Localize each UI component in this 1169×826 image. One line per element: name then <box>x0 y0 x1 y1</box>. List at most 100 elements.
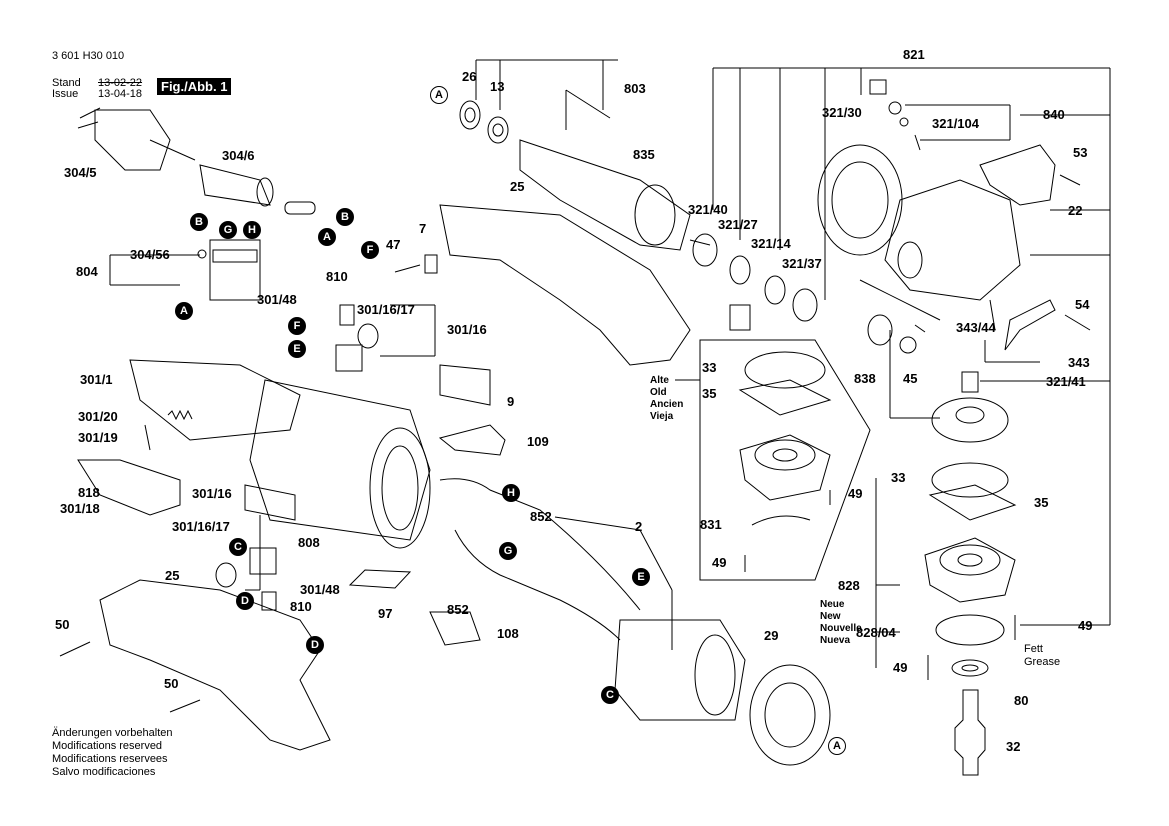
part-label[interactable]: 808 <box>298 535 320 550</box>
part-label[interactable]: 49 <box>893 660 908 675</box>
part-label[interactable]: 49 <box>848 486 863 501</box>
part-label[interactable]: 33 <box>702 360 717 375</box>
part-label[interactable]: 852 <box>447 602 469 617</box>
part-label[interactable]: 26 <box>462 69 477 84</box>
part-label[interactable]: 2 <box>635 519 643 534</box>
connector-badge-b[interactable]: B <box>336 208 354 226</box>
connector-badge-a[interactable]: A <box>430 86 448 104</box>
part-label[interactable]: 47 <box>386 237 401 252</box>
part-label[interactable]: 321/41 <box>1046 374 1086 389</box>
issue-label: Issue <box>52 88 79 100</box>
part-label[interactable]: 831 <box>700 517 722 532</box>
part-label[interactable]: 301/19 <box>78 430 118 445</box>
footer-line-fr: Modifications reservees <box>52 753 168 765</box>
part-label[interactable]: 321/37 <box>782 256 822 271</box>
part-label[interactable]: 50 <box>164 676 179 691</box>
part-label[interactable]: 321/30 <box>822 105 862 120</box>
part-label[interactable]: 25 <box>510 179 525 194</box>
part-label[interactable]: 304/56 <box>130 247 170 262</box>
part-label[interactable]: 35 <box>1034 495 1049 510</box>
part-label[interactable]: 108 <box>497 626 519 641</box>
part-label[interactable]: 840 <box>1043 107 1065 122</box>
part-label[interactable]: 9 <box>507 394 515 409</box>
part-label[interactable]: 301/1 <box>80 372 113 387</box>
connector-badge-d[interactable]: D <box>306 636 324 654</box>
connector-badge-h[interactable]: H <box>243 221 261 239</box>
part-label[interactable]: 97 <box>378 606 393 621</box>
part-label[interactable]: 838 <box>854 371 876 386</box>
stand-date: 13-02-22 <box>98 77 143 89</box>
part-label[interactable]: 304/6 <box>222 148 255 163</box>
part-label[interactable]: 828/04 <box>856 625 896 640</box>
part-label[interactable]: 301/16/17 <box>172 519 230 534</box>
part-label[interactable]: 32 <box>1006 739 1021 754</box>
part-label[interactable]: 343/44 <box>956 320 996 335</box>
part-label[interactable]: 49 <box>1078 618 1093 633</box>
part-label[interactable]: 321/40 <box>688 202 728 217</box>
connector-badge-d[interactable]: D <box>236 592 254 610</box>
connector-badge-h[interactable]: H <box>502 484 520 502</box>
part-label[interactable]: 810 <box>290 599 312 614</box>
part-label[interactable]: 321/104 <box>932 116 979 131</box>
connector-badge-e[interactable]: E <box>632 568 650 586</box>
stand-label: Stand <box>52 77 81 89</box>
part-label[interactable]: 25 <box>165 568 180 583</box>
part-label[interactable]: 29 <box>764 628 779 643</box>
part-label[interactable]: 80 <box>1014 693 1029 708</box>
part-label[interactable]: 321/27 <box>718 217 758 232</box>
connector-badge-g[interactable]: G <box>499 542 517 560</box>
connector-badge-c[interactable]: C <box>601 686 619 704</box>
variant-old-es: Vieja <box>650 411 674 422</box>
connector-badge-b[interactable]: B <box>190 213 208 231</box>
part-label[interactable]: 852 <box>530 509 552 524</box>
grease-en: Grease <box>1024 656 1061 668</box>
figure-label: Fig./Abb. 1 <box>157 78 232 95</box>
connector-badge-f[interactable]: F <box>288 317 306 335</box>
part-label[interactable]: 50 <box>55 617 70 632</box>
part-label[interactable]: 22 <box>1068 203 1083 218</box>
part-label[interactable]: 301/18 <box>60 501 100 516</box>
part-label[interactable]: 45 <box>903 371 918 386</box>
variant-old-de: Alte <box>650 375 669 386</box>
connector-badge-a[interactable]: A <box>318 228 336 246</box>
part-label[interactable]: 804 <box>76 264 98 279</box>
footer-line-es: Salvo modificaciones <box>52 766 156 778</box>
part-label[interactable]: 828 <box>838 578 860 593</box>
variant-new-es: Nueva <box>820 635 851 646</box>
part-label[interactable]: 54 <box>1075 297 1090 312</box>
part-label[interactable]: 13 <box>490 79 505 94</box>
part-label[interactable]: 301/16 <box>447 322 487 337</box>
part-label[interactable]: 301/48 <box>257 292 297 307</box>
connector-badge-a[interactable]: A <box>175 302 193 320</box>
variant-old-fr: Ancien <box>650 399 684 410</box>
part-label[interactable]: 304/5 <box>64 165 97 180</box>
part-label[interactable]: 821 <box>903 47 925 62</box>
issue-date: 13-04-18 <box>98 88 143 100</box>
part-label[interactable]: 53 <box>1073 145 1088 160</box>
part-label[interactable]: 803 <box>624 81 646 96</box>
grease-de: Fett <box>1024 643 1043 655</box>
variant-old-en: Old <box>650 387 667 398</box>
part-label[interactable]: 301/20 <box>78 409 118 424</box>
part-label[interactable]: 109 <box>527 434 549 449</box>
connector-badge-a[interactable]: A <box>828 737 846 755</box>
part-label[interactable]: 321/14 <box>751 236 791 251</box>
part-label[interactable]: 7 <box>419 221 427 236</box>
connector-badge-g[interactable]: G <box>219 221 237 239</box>
part-label[interactable]: 301/16/17 <box>357 302 415 317</box>
connector-badge-c[interactable]: C <box>229 538 247 556</box>
part-label[interactable]: 33 <box>891 470 906 485</box>
part-label[interactable]: 301/48 <box>300 582 340 597</box>
part-label[interactable]: 49 <box>712 555 727 570</box>
part-label[interactable]: 35 <box>702 386 717 401</box>
part-label[interactable]: 835 <box>633 147 655 162</box>
part-label[interactable]: 301/16 <box>192 486 232 501</box>
connector-badge-f[interactable]: F <box>361 241 379 259</box>
variant-new-fr: Nouvelle <box>820 623 862 634</box>
part-label[interactable]: 343 <box>1068 355 1090 370</box>
footer-line-en: Modifications reserved <box>52 740 163 752</box>
connector-badge-e[interactable]: E <box>288 340 306 358</box>
part-label[interactable]: 818 <box>78 485 100 500</box>
part-label[interactable]: 810 <box>326 269 348 284</box>
